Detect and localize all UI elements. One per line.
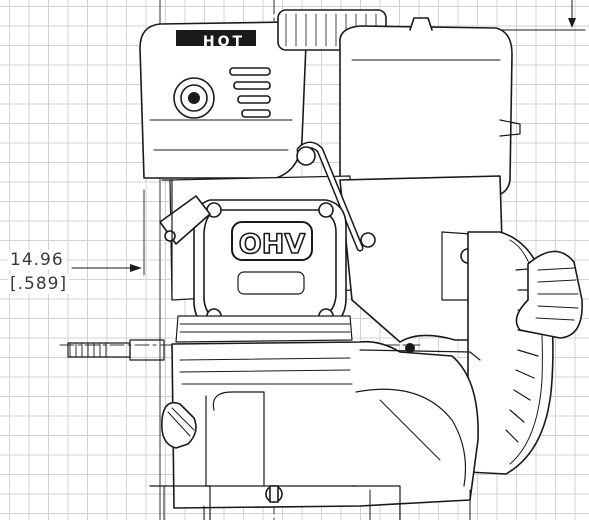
starter-handle-icon (515, 250, 583, 339)
dimension-metric: 14.96 (8, 250, 66, 270)
ohv-label: OHV (239, 229, 306, 260)
dimension-imperial: [.589] (8, 274, 70, 294)
carburetor-bracket (159, 179, 376, 301)
muffler (139, 21, 307, 179)
crankshaft (67, 339, 165, 361)
left-dimension-arrow (71, 264, 142, 272)
crankcase (149, 340, 481, 520)
recoil-starter (467, 231, 583, 475)
valve-cover (175, 199, 353, 343)
hot-warning-label: HOT (203, 34, 245, 50)
spark-plug-wire (296, 141, 364, 252)
fuel-tank (277, 9, 521, 273)
